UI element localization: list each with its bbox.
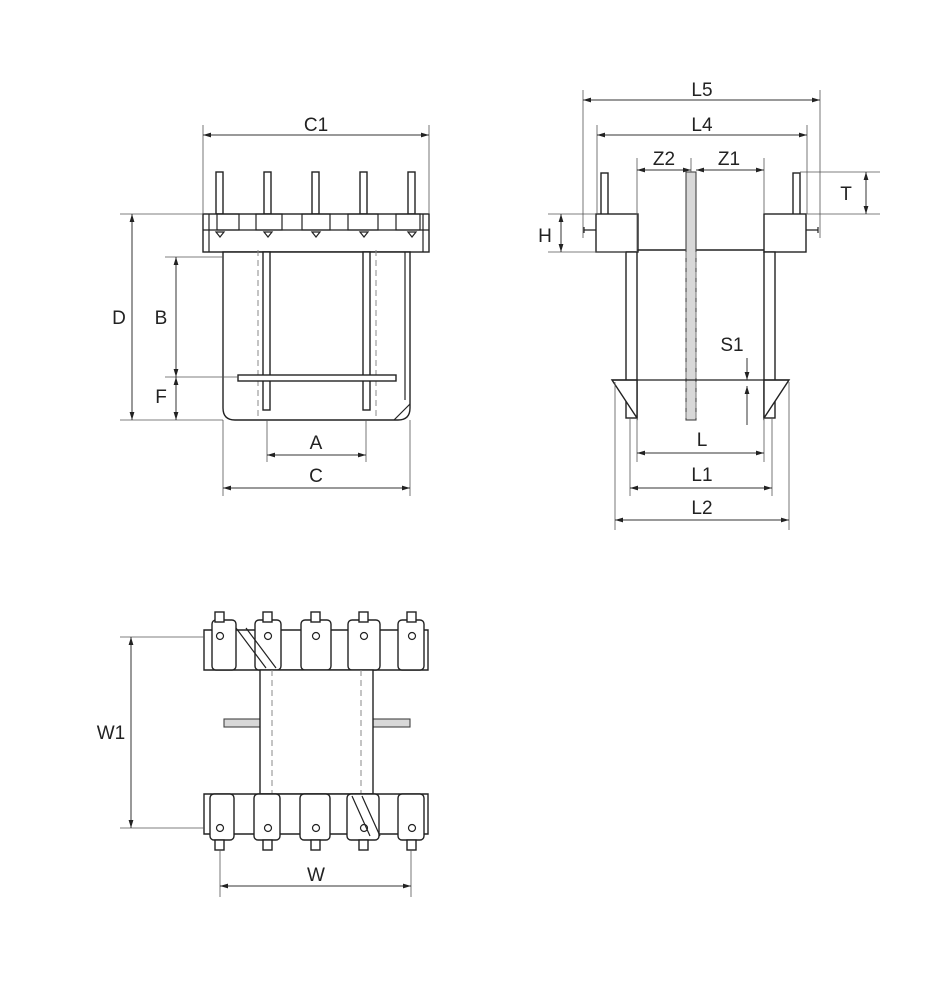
label-f: F	[155, 387, 167, 408]
label-h: H	[538, 226, 552, 247]
top-view-winding	[259, 669, 374, 795]
label-l: L	[697, 430, 708, 451]
label-z2: Z2	[653, 149, 675, 170]
front-pin-sockets	[214, 213, 421, 238]
side-flange-right	[763, 213, 807, 253]
label-z1: Z1	[718, 149, 740, 170]
side-foot-left	[610, 379, 638, 421]
label-w: W	[307, 865, 325, 886]
side-flange-left	[595, 213, 639, 253]
label-s1: S1	[720, 335, 743, 356]
label-a: A	[310, 433, 323, 454]
label-c: C	[309, 466, 323, 487]
top-view-lower-pins	[214, 839, 417, 851]
label-l5: L5	[691, 80, 712, 101]
bottom-bar	[237, 374, 397, 382]
top-view-lower-terminals	[209, 793, 425, 841]
label-l4: L4	[691, 115, 713, 136]
label-t: T	[840, 184, 852, 205]
top-view: W1 W	[97, 611, 429, 897]
side-core	[685, 171, 697, 421]
core-leg-right	[362, 251, 371, 411]
side-view: L5 L4 Z2 Z1 T H S1 L L1 L2	[538, 80, 880, 530]
label-c1: C1	[304, 115, 328, 136]
front-view: C1 D B F A C	[112, 115, 430, 496]
side-foot-right	[763, 379, 791, 421]
side-pin-left	[600, 172, 609, 216]
winding-body	[222, 251, 411, 421]
top-view-upper-terminals	[211, 619, 425, 671]
label-l1: L1	[691, 465, 712, 486]
side-pin-right	[792, 172, 801, 216]
label-w1: W1	[97, 723, 126, 744]
top-flange	[202, 213, 430, 253]
core-leg-left	[262, 251, 271, 411]
side-wall-left	[625, 251, 638, 419]
side-wall-right	[763, 251, 776, 419]
label-d: D	[112, 308, 126, 329]
label-b: B	[155, 308, 168, 329]
label-l2: L2	[691, 498, 712, 519]
top-view-upper-pins	[214, 611, 417, 623]
front-pins	[215, 171, 416, 215]
